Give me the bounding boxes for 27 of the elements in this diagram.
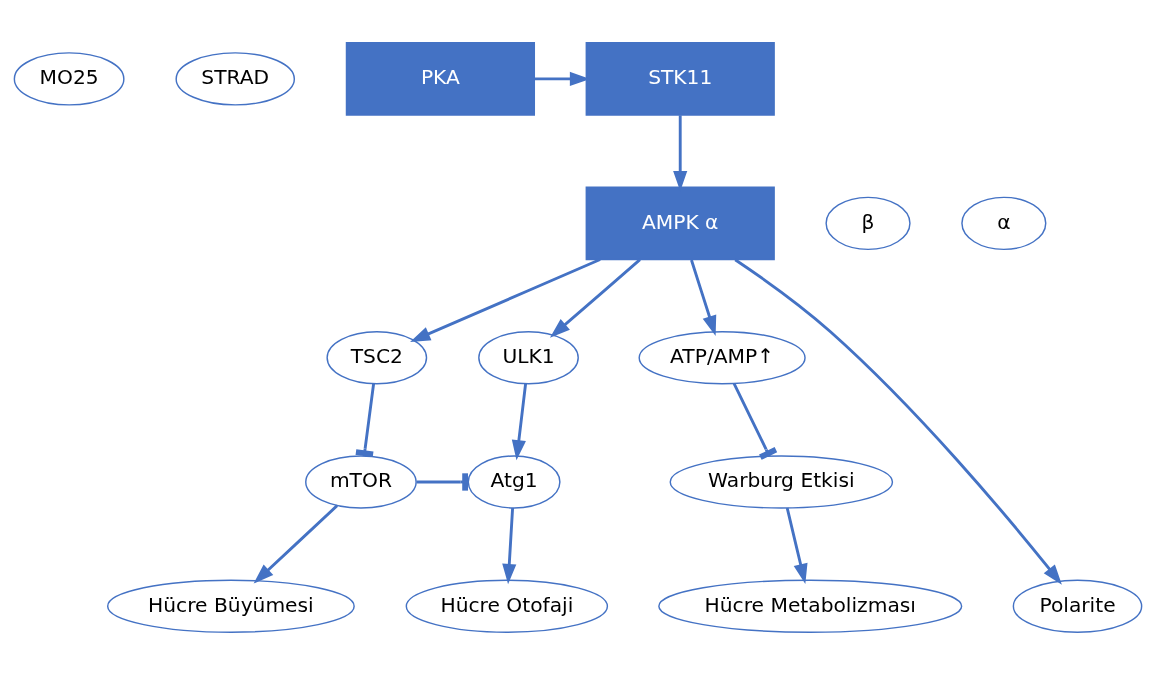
connector bbox=[732, 382, 778, 460]
node-ellipse: Hücre Metabolizması bbox=[658, 579, 963, 633]
arrow bbox=[410, 257, 601, 342]
node-ellipse: MO25 bbox=[13, 51, 125, 106]
node-ellipse: mTOR bbox=[305, 454, 417, 509]
node-box: STK11 bbox=[585, 41, 775, 116]
arrow bbox=[785, 507, 808, 584]
node-ellipse: ULK1 bbox=[478, 330, 579, 384]
connector bbox=[355, 383, 376, 457]
node-ellipse: STRAD bbox=[175, 51, 296, 106]
node-ellipse: ATP/AMP↑ bbox=[638, 330, 806, 384]
node-box: PKA bbox=[345, 41, 535, 116]
node-ellipse: Atg1 bbox=[467, 454, 561, 509]
node-ellipse: Hücre Otofaji bbox=[405, 579, 609, 633]
node-ellipse: TSC2 bbox=[326, 330, 428, 384]
node-ellipse: β bbox=[825, 196, 911, 250]
node-ellipse: Warburg Etkisi bbox=[669, 454, 894, 509]
arrow bbox=[511, 383, 528, 460]
arrow bbox=[253, 504, 339, 584]
arrow bbox=[690, 259, 717, 336]
arrow bbox=[502, 507, 517, 584]
node-ellipse: α bbox=[961, 196, 1047, 250]
node-ellipse: Hücre Büyümesi bbox=[107, 579, 355, 633]
arrow bbox=[734, 258, 1062, 585]
arrow bbox=[549, 258, 641, 338]
node-box: AMPK α bbox=[585, 186, 775, 260]
node-ellipse: Polarite bbox=[1012, 579, 1143, 633]
